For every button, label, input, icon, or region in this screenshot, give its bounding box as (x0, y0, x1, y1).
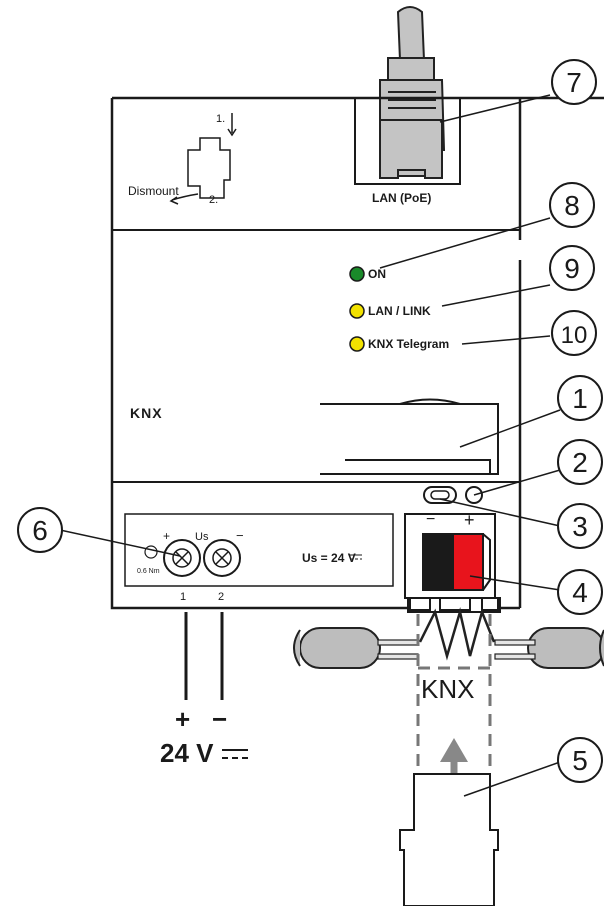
led-1-label: LAN / LINK (368, 304, 431, 318)
callout-4-circle (557, 569, 603, 615)
led-2-icon (349, 336, 365, 352)
leader-lines (59, 94, 561, 797)
supply-plus: + (175, 704, 190, 734)
callout-8-label: 8 (564, 190, 580, 221)
knx-logo: KNX (130, 405, 163, 421)
callout-10-label: 10 (561, 322, 588, 349)
led-2-label: KNX Telegram (368, 337, 449, 351)
supply-terminals (144, 539, 241, 577)
terminal-us: Us (195, 531, 209, 543)
led-0-icon (349, 266, 365, 282)
terminal-2: 2 (218, 591, 224, 603)
prog-button[interactable] (423, 486, 457, 504)
callout-10-circle (551, 310, 597, 356)
terminal-1: 1 (180, 591, 186, 603)
callout-3-circle (557, 503, 603, 549)
knx-plus: + (464, 510, 475, 530)
supply-terminal-panel (124, 513, 394, 587)
lan-label: LAN (PoE) (372, 191, 431, 205)
terminal-minus: − (236, 528, 244, 543)
callout-1-label: 1 (572, 383, 588, 414)
programming-button[interactable] (320, 398, 499, 475)
callout-4-label: 4 (572, 577, 588, 608)
callout-2-circle (557, 439, 603, 485)
supply-voltage: 24 V (160, 738, 214, 768)
dismount-label: Dismount (128, 184, 179, 198)
led-indicators: ON LAN / LINK KNX Telegram (349, 266, 449, 352)
knx-minus: − (426, 511, 435, 528)
callout-9-label: 9 (564, 253, 580, 284)
callout-5-circle (557, 737, 603, 783)
bus-cables (293, 607, 604, 669)
supply-minus: − (212, 704, 227, 734)
knx-plug[interactable] (399, 773, 499, 907)
supply-wires (184, 612, 224, 700)
knx-bus-terminal (404, 513, 501, 613)
callout-9-circle (549, 245, 595, 291)
led-0-label: ON (368, 267, 386, 281)
callout-6-label: 6 (32, 515, 48, 546)
dismount-step1: 1. (216, 113, 225, 125)
callout-markers: 1 2 3 4 5 6 7 8 9 10 (17, 59, 603, 783)
dismount-step2: 2. (209, 194, 218, 206)
dc-symbol (222, 749, 248, 759)
callout-6-circle (17, 507, 63, 553)
callout-2-label: 2 (572, 447, 588, 478)
callout-8-circle (549, 182, 595, 228)
callout-3-label: 3 (572, 511, 588, 542)
dc-symbol-small (350, 554, 362, 560)
us-value: Us = 24 V (302, 551, 356, 565)
bus-label: KNX (421, 674, 474, 704)
lan-port (379, 119, 443, 179)
torque-label: 0.6 Nm (137, 568, 160, 575)
knx-plug-path (416, 614, 492, 770)
terminal-plus: + (163, 529, 170, 543)
callout-7-circle (551, 59, 597, 105)
dismount-icon (169, 113, 237, 205)
device-housing (110, 96, 604, 610)
callout-7-label: 7 (566, 67, 582, 98)
led-1-icon (349, 303, 365, 319)
callout-1-circle (557, 375, 603, 421)
callout-5-label: 5 (572, 745, 588, 776)
